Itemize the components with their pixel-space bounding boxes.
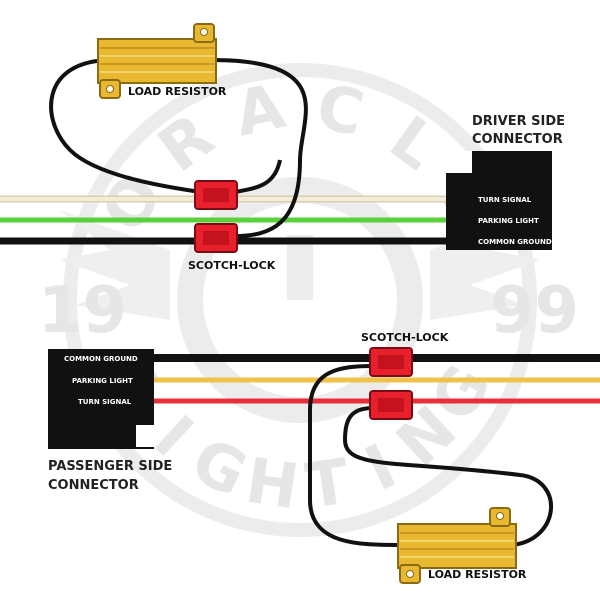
driver-side-connector [446,151,552,250]
watermark-year-right: 99 [490,274,579,348]
driver-resistor-lead-right [211,58,308,238]
driver-pin-common-ground: COMMON GROUND [478,238,552,246]
passenger-side-harness: LOAD RESISTOR SCOTCH-LOCK COMMON GROUND … [48,331,600,584]
passenger-resistor-label: LOAD RESISTOR [428,568,527,581]
passenger-scotch-lock-label: SCOTCH-LOCK [361,331,449,344]
passenger-resistor-lead-right [342,406,554,547]
resistor-body [97,38,217,84]
driver-resistor-label: LOAD RESISTOR [128,85,227,98]
driver-scotch-lock-ground [194,223,238,253]
driver-load-resistor [97,23,217,99]
driver-title-line1: DRIVER SIDE [472,114,565,129]
driver-side-harness: LOAD RESISTOR SCOTCH-LOCK DRIVER SIDE CO… [0,23,565,272]
passenger-scotch-lock-turn [369,390,413,420]
passenger-side-connector [48,349,156,449]
passenger-resistor-lead-left [308,364,401,547]
resistor-mount-hole [200,28,208,36]
passenger-scotch-lock-ground [369,347,413,377]
driver-title-line2: CONNECTOR [472,132,563,147]
driver-scotch-lock-turn [194,180,238,210]
passenger-pin-common-ground: COMMON GROUND [64,355,138,363]
passenger-load-resistor [397,507,517,584]
resistor-mount-hole [496,512,504,520]
driver-resistor-lead-left [49,58,201,194]
resistor-body [397,523,517,569]
watermark-letter: H [241,444,303,524]
watermark-year-left: 19 [38,274,127,348]
watermark-right-wing [430,210,540,320]
passenger-title-line2: CONNECTOR [48,478,139,493]
watermark-inner-ring [177,177,423,423]
passenger-pin-turn-signal: TURN SIGNAL [78,398,132,406]
watermark-outer-ring [63,63,537,537]
passenger-title-line1: PASSENGER SIDE [48,459,172,474]
watermark-left-wing [60,210,170,320]
driver-pin-turn-signal: TURN SIGNAL [478,196,532,204]
driver-pin-parking-light: PARKING LIGHT [478,217,539,225]
resistor-mount-hole [106,85,114,93]
passenger-pin-parking-light: PARKING LIGHT [72,377,133,385]
resistor-mount-hole [406,570,414,578]
watermark-letter: C [311,69,371,150]
watermark-letter: A [229,69,291,150]
driver-scotch-lock-label: SCOTCH-LOCK [188,259,276,272]
driver-resistor-lead-to-lock [234,159,282,194]
